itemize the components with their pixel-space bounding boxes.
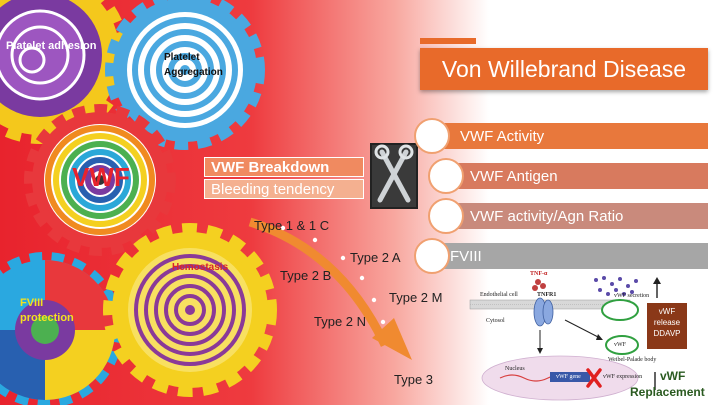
vwf-breakdown-label: VWF Breakdown xyxy=(204,157,364,177)
bar-vwf-antigen-label: VWF Antigen xyxy=(470,167,558,185)
bar-vwf-ratio-label: VWF activity/Agn Ratio xyxy=(470,207,624,225)
bar-fviii: FVIII xyxy=(432,243,708,269)
fig-vwf-small-label: vWF xyxy=(614,342,626,348)
type-3-label: Type 3 xyxy=(394,372,434,387)
label-platelet-aggregation: Platelet Aggregation xyxy=(164,50,223,80)
gear-hemostasis xyxy=(103,223,277,397)
mechanism-figure xyxy=(469,276,687,401)
fig-vwf-secretion-label: vWF secretion xyxy=(614,293,650,299)
replacement-line1: vWF xyxy=(660,369,686,383)
bleeding-tendency-label: Bleeding tendency xyxy=(204,179,364,199)
bar-bullet-2 xyxy=(428,158,464,194)
fig-vwf-gene-label: vWF gene xyxy=(556,374,581,380)
type-2m-label: Type 2 M xyxy=(389,290,443,305)
fig-nucleus-label: Nucleus xyxy=(505,366,525,372)
title-accent-tab xyxy=(420,38,476,44)
fig-tnfr1-label: TNFR1 xyxy=(537,292,557,298)
fig-cytosol-label: Cytosol xyxy=(486,318,505,324)
gear-platelet-aggregation xyxy=(105,0,265,150)
wrench-icon xyxy=(370,143,418,209)
bar-bullet-1 xyxy=(414,118,450,154)
replacement-line2: Replacement xyxy=(630,385,705,399)
type-progression-arrow xyxy=(248,217,412,360)
fig-vwf-expression-label: vWF expression xyxy=(603,374,643,380)
label-platelet-aggregation-line1: Platelet xyxy=(164,52,200,63)
type-2n-label: Type 2 N xyxy=(314,314,367,329)
bar-bullet-4 xyxy=(414,238,450,274)
type-2b-label: Type 2 B xyxy=(280,268,332,283)
label-fviii-protection-line1: FVIII xyxy=(20,297,44,309)
label-hemostasis: Hemostasis xyxy=(172,262,229,273)
page-title: Von Willebrand Disease xyxy=(420,48,708,90)
gear-fviii-protection xyxy=(0,252,123,405)
label-vwf: VWF xyxy=(72,162,130,192)
bar-bullet-3 xyxy=(428,198,464,234)
label-platelet-aggregation-line2: Aggregation xyxy=(164,67,223,78)
fig-endothelial-label: Endothelial cell xyxy=(480,292,518,298)
gear-vwf xyxy=(24,104,176,256)
type-2a-label: Type 2 A xyxy=(350,250,401,265)
bar-vwf-ratio: VWF activity/Agn Ratio xyxy=(446,203,708,229)
fig-tnf-label: TNF-α xyxy=(530,271,548,277)
release-line1: vWF xyxy=(658,307,676,316)
bar-fviii-label: FVIII xyxy=(450,247,482,265)
bar-vwf-activity-label: VWF Activity xyxy=(460,127,545,145)
vwf-release-box: vWF release DDAVP xyxy=(647,306,687,339)
type-1-label: Type 1 & 1 C xyxy=(254,218,330,233)
bar-vwf-antigen: VWF Antigen xyxy=(446,163,708,189)
release-line2: release xyxy=(653,318,681,327)
label-fviii-protection-line2: protection xyxy=(20,312,74,324)
fig-weibel-label: Weibel-Palade body xyxy=(608,357,657,363)
label-fviii-protection: FVIII protection xyxy=(20,296,74,326)
label-platelet-adhesion: Platelet adhesion xyxy=(6,40,97,52)
bar-vwf-activity: VWF Activity xyxy=(432,123,708,149)
release-line3: DDAVP xyxy=(653,329,681,338)
